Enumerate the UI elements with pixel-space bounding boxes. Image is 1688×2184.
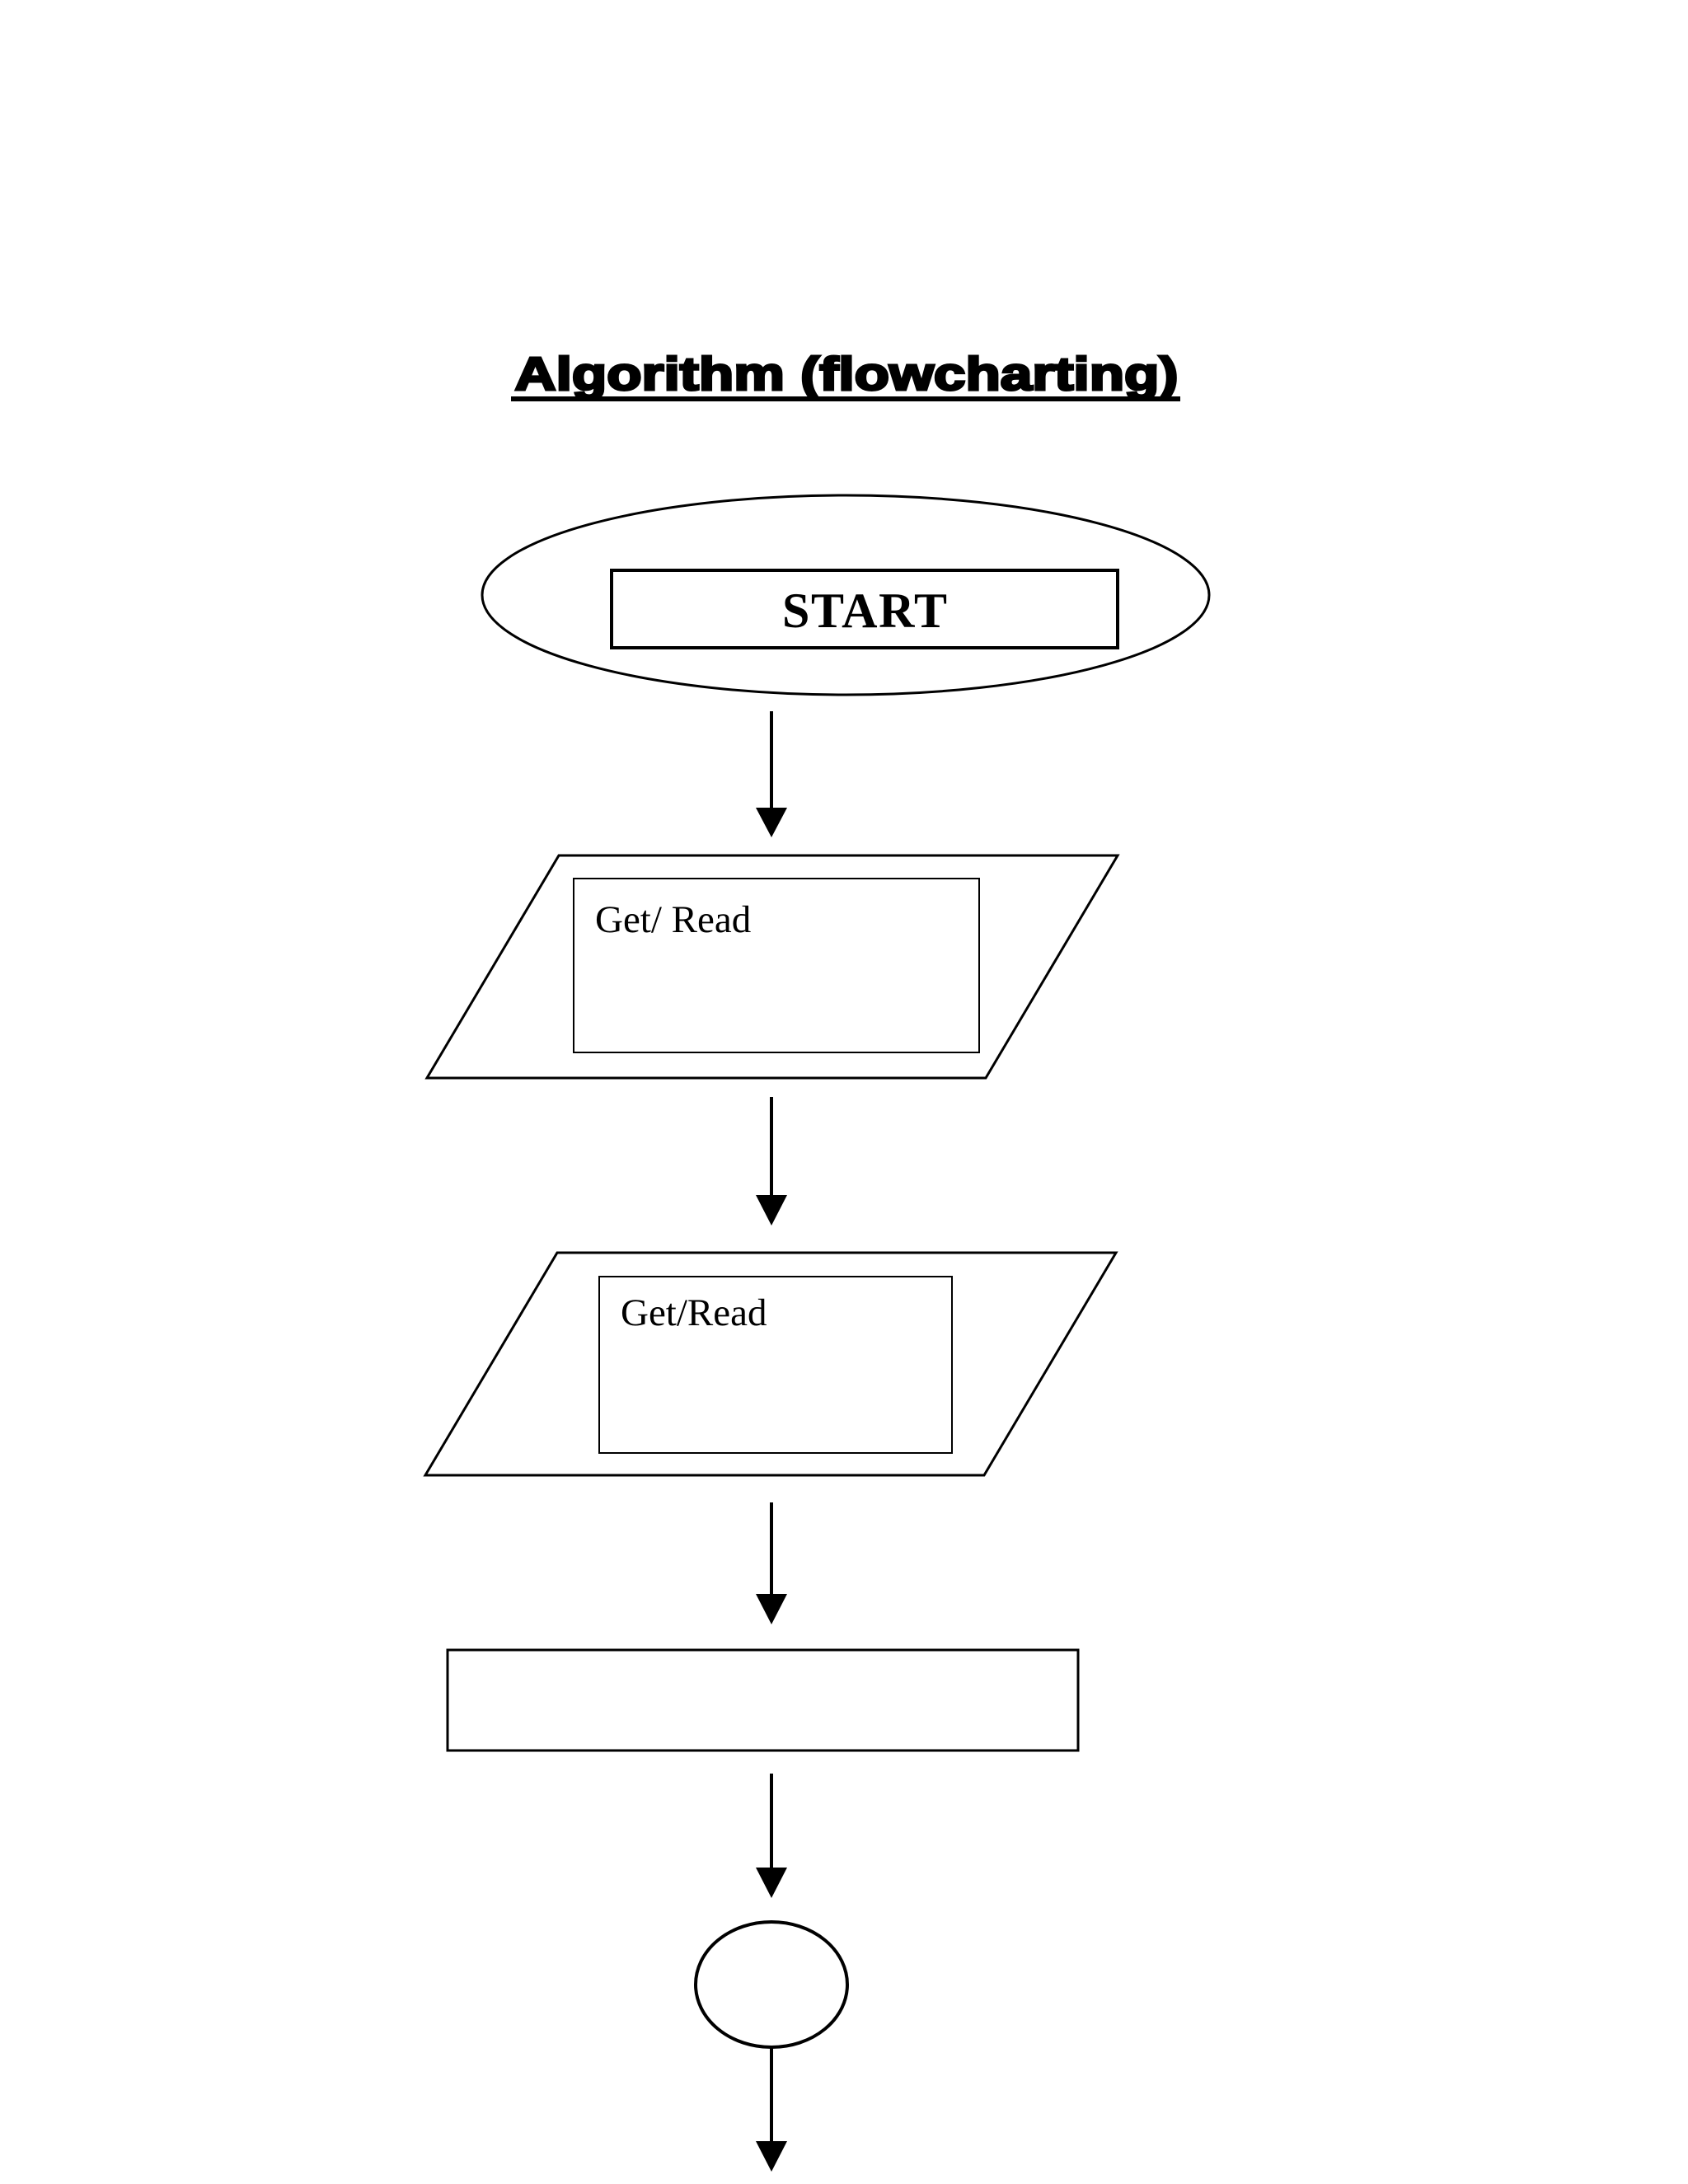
process-box	[446, 1648, 1080, 1752]
io-label: Get/Read	[621, 1291, 767, 1334]
io-parallelogram-2: Get/Read	[423, 1251, 1118, 1477]
start-box	[610, 569, 1119, 649]
io-parallelogram-1: Get/ Read	[424, 854, 1120, 1080]
flow-arrow-1	[756, 711, 787, 837]
start-label: START	[782, 583, 947, 638]
process-rectangle	[446, 1648, 1080, 1752]
arrow-down-icon	[756, 1868, 787, 1898]
connector-circle	[694, 1920, 849, 2049]
parallelogram-shape	[424, 854, 1120, 1080]
io-inner-box	[573, 878, 980, 1053]
arrow-down-icon	[756, 808, 787, 837]
arrow-down-icon	[756, 2141, 787, 2172]
arrow-down-icon	[756, 1594, 787, 1624]
parallelogram-shape	[423, 1251, 1118, 1477]
page-title-group: Algorithm (flowcharting)	[511, 347, 1180, 402]
arrow-down-icon	[756, 1195, 787, 1226]
io-inner-box	[598, 1276, 953, 1454]
io-label: Get/ Read	[595, 898, 751, 941]
connector-circle-group	[694, 1920, 849, 2049]
terminator-start: START	[481, 494, 1211, 696]
page-title: Algorithm (flowcharting)	[515, 348, 1179, 401]
flow-arrow-3	[756, 1502, 787, 1624]
flow-arrow-4	[756, 1774, 787, 1898]
flow-arrow-2	[756, 1097, 787, 1226]
flow-arrow-5	[756, 2047, 787, 2172]
